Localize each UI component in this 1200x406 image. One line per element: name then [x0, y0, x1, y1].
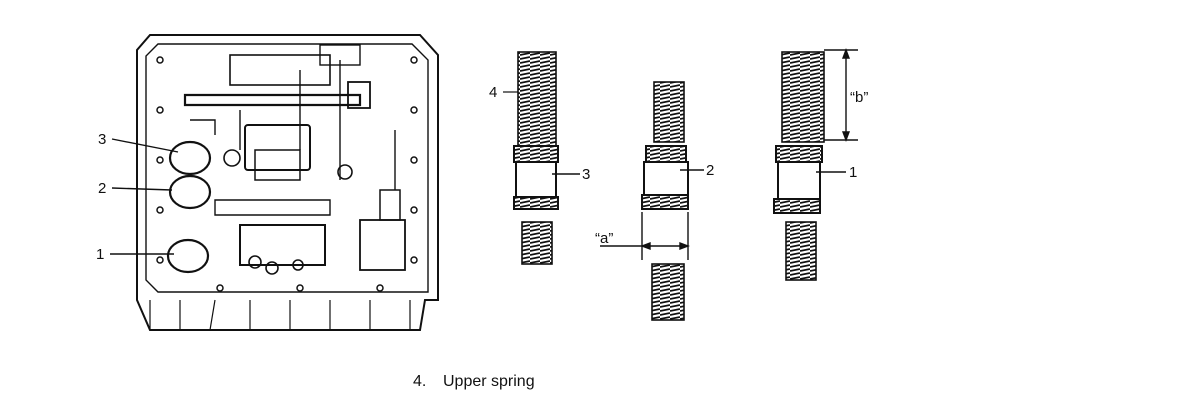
leader-lines-case: [110, 138, 179, 255]
dimension-a: [600, 212, 690, 260]
legend-number: 4.: [413, 373, 427, 390]
dimension-b: [824, 48, 858, 142]
callout-case-1: 1: [96, 246, 104, 263]
callout-upper-spring-4: 4: [489, 84, 497, 101]
callout-case-2: 2: [98, 180, 106, 197]
callout-piston-1: 1: [849, 164, 857, 181]
legend-text: Upper spring: [443, 373, 535, 390]
callout-piston-2: 2: [706, 162, 714, 179]
legend-item-upper-spring: 4. Upper spring: [413, 373, 535, 391]
callout-case-3: 3: [98, 131, 106, 148]
dimension-b-label: “b”: [850, 89, 868, 106]
transmission-case: [136, 34, 439, 331]
dimension-a-label: “a”: [595, 230, 613, 247]
callout-piston-3: 3: [582, 166, 590, 183]
accumulator-piston-2: [641, 81, 689, 321]
accumulator-piston-3: [513, 51, 559, 265]
accumulator-piston-1: [773, 51, 825, 281]
